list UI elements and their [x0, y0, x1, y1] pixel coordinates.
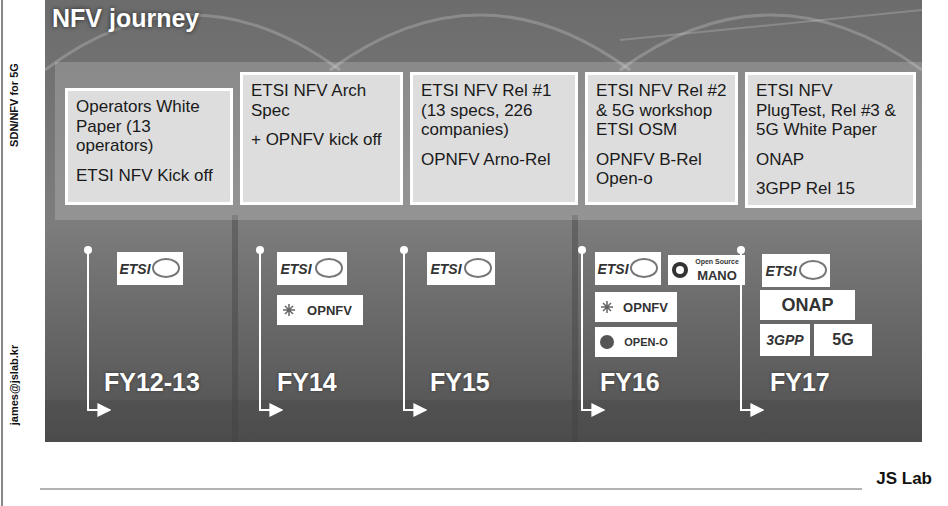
open-o-logo: [595, 327, 677, 357]
roof-beam: [620, 10, 922, 40]
timeline-dot: [400, 246, 408, 254]
opnfv-logo: [595, 292, 677, 322]
milestone-box: ETSI NFV Rel #1 (13 specs, 226 companies…: [410, 72, 578, 205]
timeline-dot: [84, 246, 92, 254]
opnfv-icon: [283, 304, 295, 316]
onap-logo: [760, 290, 855, 320]
year-label: FY14: [277, 366, 367, 398]
side-caption: james@jslab.kr: [7, 310, 21, 460]
logo-text: ONAP: [760, 290, 855, 320]
milestone-box: ETSI NFV PlugTest, Rel #3 & 5G White Pap…: [745, 72, 916, 208]
osm-logo: [668, 255, 745, 285]
etsi-logo: [427, 252, 495, 285]
platform-floor: [45, 400, 922, 442]
milestone-text: 3GPP Rel 15: [756, 179, 905, 199]
etsi-logo: [595, 252, 661, 285]
logo-text: ETSI: [764, 254, 798, 287]
logo-text: OPNFV: [298, 295, 361, 325]
timeline-dot: [737, 246, 745, 254]
5g-logo: [814, 324, 872, 356]
year-label: FY16: [600, 366, 690, 398]
milestone-box: ETSI NFV Rel #2 & 5G workshop ETSI OSM OP…: [585, 72, 738, 205]
station-photo: [45, 0, 922, 442]
etsi-swoosh: [631, 259, 657, 277]
osm-icon: [672, 262, 688, 278]
milestone-text: Operators White Paper (13 operators): [76, 97, 222, 156]
roof-arch: [620, 15, 922, 70]
logo-text: ETSI: [429, 252, 463, 285]
logo-text: Open Source: [690, 257, 744, 266]
milestone-text: ONAP: [756, 150, 905, 170]
logo-text: OPNFV: [615, 292, 676, 322]
year-label: FY12-13: [104, 366, 224, 398]
opnfv-icon: [601, 301, 613, 313]
etsi-swoosh: [800, 261, 826, 279]
logo-text: ETSI: [596, 252, 630, 285]
footer-rule: [40, 489, 862, 490]
milestone-text: ETSI NFV Arch Spec: [251, 81, 392, 120]
side-caption: SDN/NFV for 5G: [7, 30, 21, 180]
logo-text: 3GPP: [760, 324, 810, 356]
timeline-arrow: [404, 250, 426, 410]
milestone-text: ETSI NFV Kick off: [76, 166, 222, 186]
etsi-logo: [762, 254, 830, 287]
milestone-text: ETSI NFV Rel #1 (13 specs, 226 companies…: [421, 81, 567, 140]
logo-text: ETSI: [279, 252, 313, 285]
etsi-swoosh: [316, 259, 342, 277]
logo-text: 5G: [814, 324, 872, 356]
logo-text: OPEN-O: [616, 327, 676, 357]
osm-icon: [676, 266, 684, 274]
milestone-text: OPNFV Arno-Rel: [421, 150, 567, 170]
opnfv-logo: [277, 295, 363, 325]
3gpp-logo: [760, 324, 810, 356]
logo-text: MANO: [690, 266, 744, 284]
side-rule: [1, 0, 3, 506]
milestone-text: OPNFV B-Rel Open-o: [596, 150, 727, 189]
year-label: FY17: [770, 366, 860, 398]
timeline-band: [55, 62, 922, 220]
year-label: FY15: [430, 366, 520, 398]
milestone-text: ETSI NFV Rel #2 & 5G workshop ETSI OSM: [596, 81, 727, 140]
footer-brand: JS Lab: [840, 468, 932, 490]
logo-text: ETSI: [118, 252, 152, 285]
timeline-dot: [578, 246, 586, 254]
etsi-logo: [117, 252, 183, 285]
timeline-dot: [256, 246, 264, 254]
slide-title: NFV journey: [52, 4, 199, 33]
etsi-logo: [277, 252, 347, 285]
milestone-box: ETSI NFV Arch Spec + OPNFV kick off: [240, 72, 403, 205]
milestone-text: + OPNFV kick off: [251, 130, 392, 150]
milestone-box: Operators White Paper (13 operators) ETSI…: [65, 88, 233, 205]
milestone-text: ETSI NFV PlugTest, Rel #3 & 5G White Pap…: [756, 81, 905, 140]
etsi-swoosh: [153, 259, 179, 277]
etsi-swoosh: [465, 259, 491, 277]
roof-arch: [330, 15, 630, 70]
open-o-icon: [600, 335, 614, 349]
